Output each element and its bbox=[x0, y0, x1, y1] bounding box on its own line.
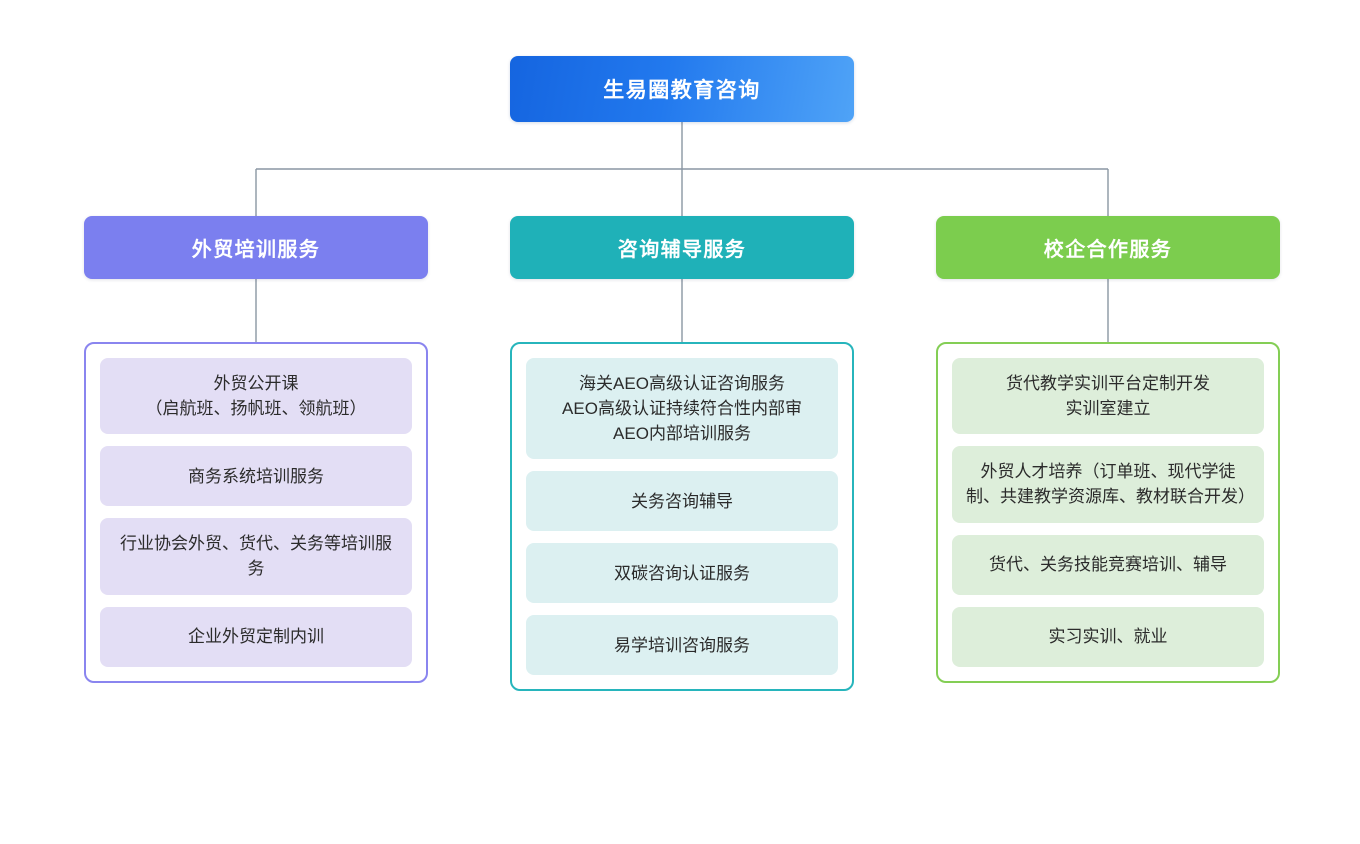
branch-header-waimao-peixun[interactable]: 外贸培训服务 bbox=[84, 216, 428, 279]
leaf-item[interactable]: 企业外贸定制内训 bbox=[100, 606, 412, 667]
leaf-item[interactable]: 实习实训、就业 bbox=[952, 606, 1264, 667]
root-node[interactable]: 生易圈教育咨询 bbox=[510, 56, 854, 122]
branch-header-xiaoqi-hezuo[interactable]: 校企合作服务 bbox=[936, 216, 1280, 279]
branch-column-xiaoqi-hezuo: 校企合作服务 货代教学实训平台定制开发 实训室建立 外贸人才培养（订单班、现代学… bbox=[936, 216, 1280, 683]
branch-body-waimao-peixun: 外贸公开课 （启航班、扬帆班、领航班） 商务系统培训服务 行业协会外贸、货代、关… bbox=[84, 342, 428, 683]
branch-header-label: 外贸培训服务 bbox=[191, 239, 321, 261]
branch-header-zixun-fudao[interactable]: 咨询辅导服务 bbox=[510, 216, 854, 279]
leaf-item[interactable]: 货代、关务技能竞赛培训、辅导 bbox=[952, 534, 1264, 595]
root-node-label: 生易圈教育咨询 bbox=[603, 79, 761, 102]
leaf-item[interactable]: 商务系统培训服务 bbox=[100, 446, 412, 507]
leaf-item[interactable]: 货代教学实训平台定制开发 实训室建立 bbox=[952, 358, 1264, 435]
leaf-item[interactable]: 行业协会外贸、货代、关务等培训服务 bbox=[100, 518, 412, 595]
leaf-item[interactable]: 关务咨询辅导 bbox=[526, 471, 838, 532]
branch-column-waimao-peixun: 外贸培训服务 外贸公开课 （启航班、扬帆班、领航班） 商务系统培训服务 行业协会… bbox=[84, 216, 428, 683]
branch-header-label: 校企合作服务 bbox=[1043, 239, 1173, 261]
branch-body-zixun-fudao: 海关AEO高级认证咨询服务 AEO高级认证持续符合性内部审 AEO内部培训服务 … bbox=[510, 342, 854, 692]
leaf-item[interactable]: 易学培训咨询服务 bbox=[526, 615, 838, 676]
branch-header-label: 咨询辅导服务 bbox=[617, 239, 747, 261]
leaf-item[interactable]: 外贸公开课 （启航班、扬帆班、领航班） bbox=[100, 358, 412, 435]
leaf-item[interactable]: 海关AEO高级认证咨询服务 AEO高级认证持续符合性内部审 AEO内部培训服务 bbox=[526, 358, 838, 460]
branch-column-zixun-fudao: 咨询辅导服务 海关AEO高级认证咨询服务 AEO高级认证持续符合性内部审 AEO… bbox=[510, 216, 854, 692]
leaf-item[interactable]: 外贸人才培养（订单班、现代学徒制、共建教学资源库、教材联合开发） bbox=[952, 446, 1264, 523]
leaf-item[interactable]: 双碳咨询认证服务 bbox=[526, 543, 838, 604]
branch-body-xiaoqi-hezuo: 货代教学实训平台定制开发 实训室建立 外贸人才培养（订单班、现代学徒制、共建教学… bbox=[936, 342, 1280, 683]
